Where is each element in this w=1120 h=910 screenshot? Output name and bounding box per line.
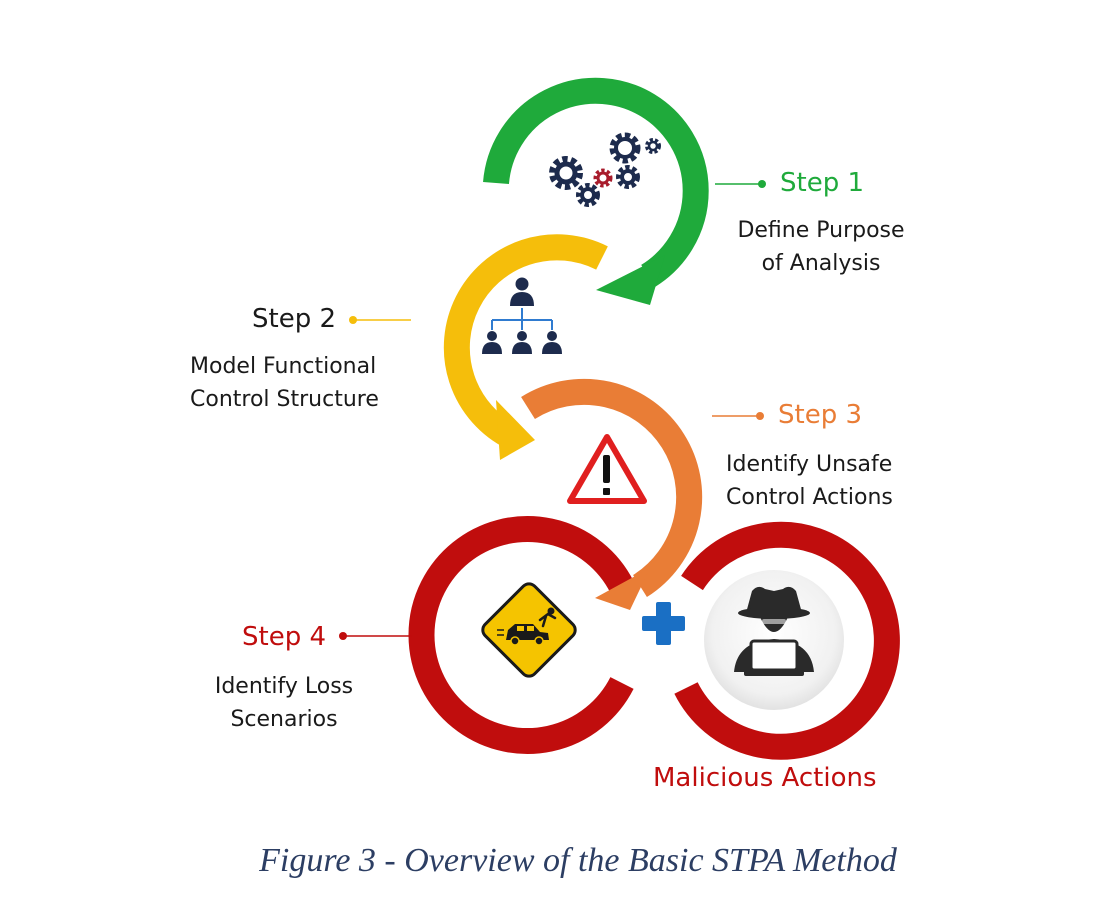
step1-description: Define Purpose of Analysis xyxy=(728,214,914,280)
malicious-actions-label: Malicious Actions xyxy=(653,763,877,793)
step4-title: Step 4 xyxy=(242,622,327,652)
step2-title: Step 2 xyxy=(252,304,337,334)
malicious-ring xyxy=(674,521,900,760)
car-accident-sign-icon xyxy=(481,582,577,678)
org-chart-icon xyxy=(482,277,562,354)
step1-desc-line: Define Purpose xyxy=(737,218,905,243)
hacker-icon xyxy=(734,586,814,676)
gears-icon xyxy=(549,132,661,207)
step2-description: Model Functional Control Structure xyxy=(190,350,379,416)
step2-arrowhead xyxy=(496,400,535,460)
step3-desc-line: Identify Unsafe xyxy=(726,452,893,477)
step1-connector xyxy=(715,180,766,188)
step4-description: Identify Loss Scenarios xyxy=(208,670,360,736)
step2-desc-line: Model Functional xyxy=(190,354,377,379)
step4-connector xyxy=(339,632,412,640)
step3-arc xyxy=(521,378,703,597)
step3-description: Identify Unsafe Control Actions xyxy=(726,448,893,514)
step2-arc xyxy=(443,234,608,449)
step2-connector xyxy=(349,316,411,324)
step3-connector xyxy=(712,412,764,420)
step3-title: Step 3 xyxy=(778,400,863,430)
step4-desc-line: Identify Loss xyxy=(214,674,354,699)
warning-triangle-icon xyxy=(567,434,647,504)
step1-arc xyxy=(483,77,709,288)
step1-arrowhead xyxy=(596,255,665,305)
plus-icon xyxy=(642,602,685,645)
step1-title: Step 1 xyxy=(780,168,865,198)
step3-desc-line: Control Actions xyxy=(726,485,893,510)
step2-desc-line: Control Structure xyxy=(190,387,379,412)
figure-caption: Figure 3 - Overview of the Basic STPA Me… xyxy=(259,842,897,879)
step1-desc-line: of Analysis xyxy=(761,251,881,276)
step4-ring xyxy=(408,516,634,754)
step4-desc-line: Scenarios xyxy=(230,707,338,732)
step3-arrowhead xyxy=(595,568,650,610)
